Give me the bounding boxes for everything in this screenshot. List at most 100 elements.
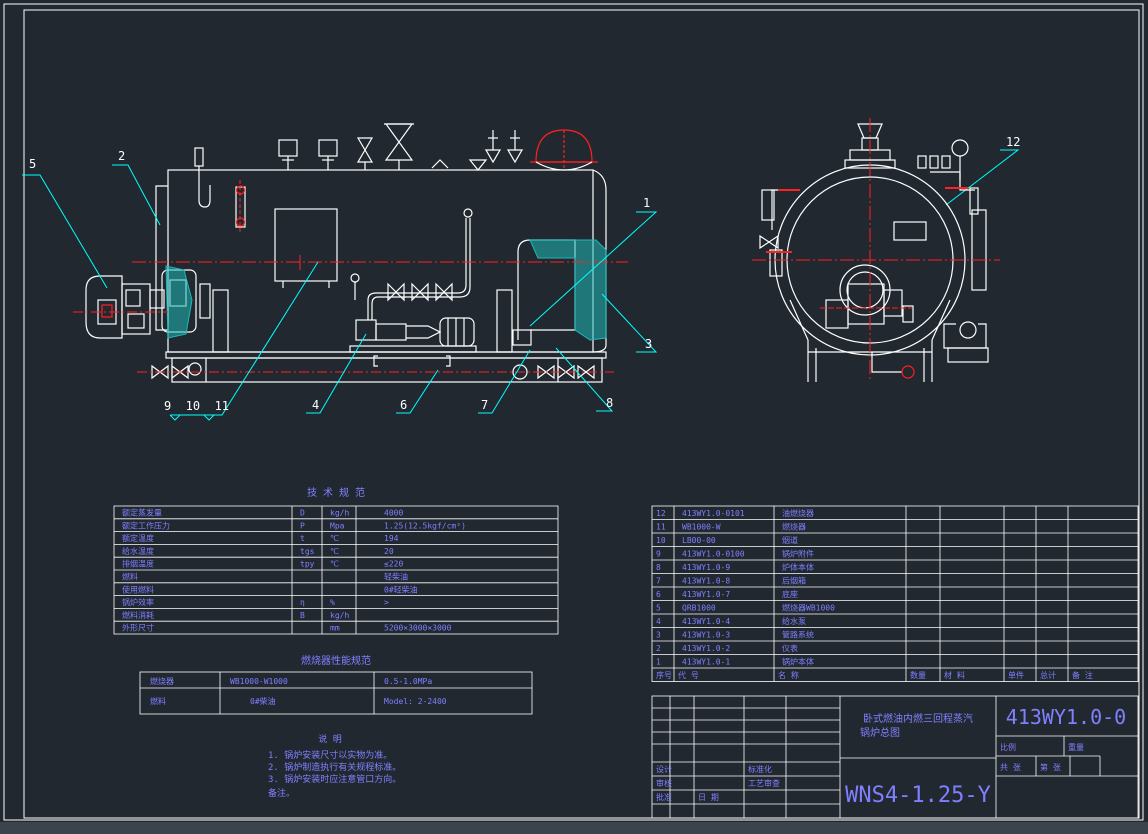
part-cell-r6-c0: 6 [656,590,661,599]
spec-cell-r1-c3: 1.25(12.5kgf/cm²) [384,521,466,530]
spec-cell-r3-c3: 20 [384,547,394,556]
spec-cell-r8-c0: 燃料消耗 [122,610,154,620]
spec-cell-r7-c3: > [384,598,389,607]
spec-cell-r3-c1: tgs [300,547,315,556]
part-cell-r6-c2: 底座 [782,589,798,599]
spec-cell-r0-c0: 额定蒸发量 [122,508,162,518]
part-cell-r5-c2: 后烟箱 [782,575,806,585]
front-head [155,185,168,331]
drawing-title-line1: 卧式燃油内燃三回程蒸汽 [863,712,973,725]
note-line-4: 备注。 [268,787,295,799]
notes-block: 说 明 1. 锅炉安装尺寸以实物为准。 2. 锅炉制造执行有关规程标准。 3. … [268,733,401,799]
part-cell-r8-c0: 4 [656,617,661,626]
spec-table-title: 技 术 规 范 [307,486,365,499]
part-cell-r10-c0: 2 [656,644,661,653]
part-cell-r4-c1: 413WY1.0-9 [682,563,730,572]
spec-cell-r0-c3: 4000 [384,509,403,518]
spec-cell-r7-c1: η [300,598,305,607]
part-cell-r7-c0: 5 [656,603,661,612]
tb-sheets: 共 张 [1000,763,1021,772]
balloon-8: 8 [606,396,613,410]
part-cell-r8-c2: 给水泵 [782,616,806,626]
balloon-3: 3 [645,337,652,351]
balloon-12: 12 [1006,135,1020,149]
spec-cell-r6-c0: 使用燃料 [122,584,154,594]
parts-header-6: 总计 [1040,670,1056,680]
burner-row1-c3: 0.5-1.0MPa [384,677,432,686]
part-cell-r10-c1: 413WY1.0-2 [682,644,730,653]
spec-cell-r5-c0: 燃料 [122,572,138,582]
spec-cell-r4-c3: ≤220 [384,560,403,569]
burner-row2-c3: Model: 2-2400 [384,697,447,706]
part-cell-r1-c1: WB1000-W [682,522,721,531]
part-cell-r11-c0: 1 [656,657,661,666]
balloon-9-10-11: 9 10 11 [164,399,229,413]
part-cell-r7-c1: QRB1000 [682,603,716,612]
spec-cell-r5-c3: 轻柴油 [384,572,408,582]
parts-header-4: 材 料 [944,670,965,680]
burner-table: 燃烧器性能规范 燃烧器 WB1000-W1000 0.5-1.0MPa 燃料 0… [139,654,533,715]
tb-process: 工艺审查 [748,778,780,788]
tb-design: 设计 [656,764,672,774]
spec-cell-r7-c0: 锅炉效率 [122,597,154,607]
model-number: WNS4-1.25-Y [845,783,991,808]
spec-cell-r3-c2: ℃ [330,547,339,556]
parts-header-2: 名 称 [778,670,799,680]
burner-table-title: 燃烧器性能规范 [301,654,371,667]
spec-cell-r0-c1: D [300,509,305,518]
parts-header-3: 数量 [910,670,926,680]
drawing-title-line2: 锅炉总图 [860,726,900,739]
side-nameplate [893,221,927,241]
spec-cell-r4-c0: 排烟温度 [122,559,154,569]
inner-border [23,9,1140,819]
balloon-4: 4 [312,398,319,412]
spec-cell-r4-c1: tpy [300,560,315,569]
spec-cell-r8-c1: B [300,611,305,620]
bottom-scrollbar[interactable] [0,822,1148,834]
note-line-3: 3. 锅炉安装时应注意管口方向。 [268,773,401,785]
balloon-7: 7 [481,398,488,412]
parts-header-5: 单件 [1008,670,1024,680]
balloon-2: 2 [118,149,125,163]
part-cell-r7-c2: 燃烧器WB1000 [782,602,835,612]
burner-row1-c2: WB1000-W1000 [230,677,288,686]
parts-header-0: 序号 [656,670,672,680]
note-line-2: 2. 锅炉制造执行有关规程标准。 [268,761,401,773]
part-cell-r3-c1: 413WY1.0-0100 [682,549,745,558]
balloon-6: 6 [400,398,407,412]
part-cell-r3-c2: 锅炉附件 [782,548,814,558]
centerlines [73,180,628,373]
spec-cell-r9-c2: mm [330,624,340,633]
tb-scale: 比例 [1000,742,1016,752]
part-cell-r2-c0: 10 [656,536,666,545]
leader-lines [22,149,1020,421]
spec-cell-r2-c2: ℃ [330,534,339,543]
part-cell-r0-c0: 12 [656,509,666,518]
spec-cell-r2-c1: t [300,534,305,543]
part-cell-r5-c1: 413WY1.0-8 [682,576,730,585]
part-cell-r2-c1: LB00-00 [682,536,716,545]
spec-cell-r1-c0: 额定工作压力 [122,520,170,530]
balloon-5: 5 [29,157,36,171]
part-cell-r0-c2: 油燃烧器 [782,508,814,518]
spec-cell-r9-c3: 5200×3000×3000 [384,624,452,633]
drawing-number: 413WY1.0-0 [1006,705,1126,729]
burner-row2-c1: 燃料 [150,696,166,706]
part-cell-r9-c2: 管路系统 [782,629,814,639]
part-cell-r1-c2: 燃烧器 [782,521,806,531]
parts-header-1: 代 号 [678,670,699,680]
side-centerlines [752,118,1000,380]
part-cell-r11-c2: 锅炉本体 [782,656,814,666]
tb-review: 审核 [656,778,672,788]
part-cell-r3-c0: 9 [656,549,661,558]
part-cell-r9-c1: 413WY1.0-3 [682,630,730,639]
spec-cell-r9-c0: 外形尺寸 [122,623,154,633]
tb-weight: 重量 [1068,742,1084,752]
part-cell-r5-c0: 7 [656,576,661,585]
spec-cell-r7-c2: % [330,598,335,607]
tb-sheet-no: 第 张 [1040,762,1061,772]
refractory-linings [165,239,607,341]
